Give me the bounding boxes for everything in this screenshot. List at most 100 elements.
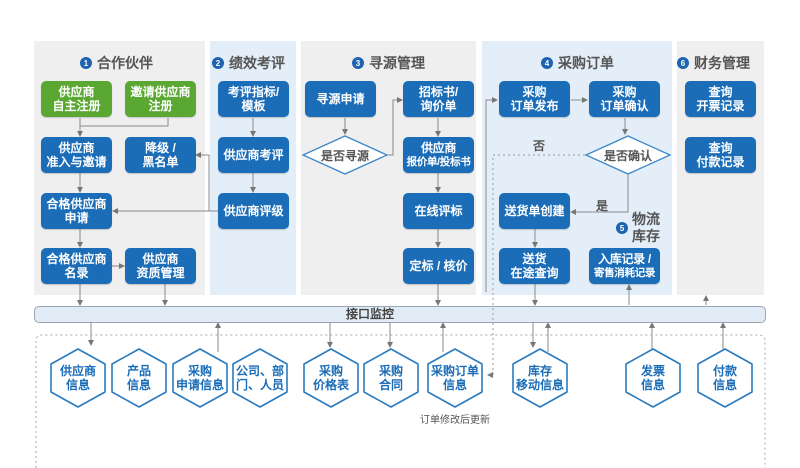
hexagon-shape (303, 348, 359, 408)
connector-decision-yes-to-delivery (570, 175, 629, 215)
node-label: 报价单/投标书 (406, 156, 471, 168)
hexagon-shape (172, 348, 228, 408)
node-label: 合格供应商 (46, 252, 107, 266)
node-invite-supplier-register[interactable]: 邀请供应商 注册 (125, 81, 196, 117)
node-label: 招标书/ (418, 85, 459, 99)
data-object-label: 发票 (640, 364, 665, 378)
section-title-text: 绩效考评 (229, 55, 285, 71)
node-downgrade-blacklist[interactable]: 降级 / 黑名单 (125, 137, 196, 173)
node-label: 供应商 (58, 85, 95, 99)
connector-invite-to-admission (77, 118, 169, 137)
decision-label: 是否寻源 (320, 148, 369, 163)
node-label: 黑名单 (142, 155, 179, 169)
connector-rating-to-blacklist (195, 152, 210, 211)
data-object-label: 采购 (378, 364, 403, 378)
data-object-purchase-order-info[interactable]: 采购订单信息 (426, 347, 484, 409)
data-object-label: 移动信息 (515, 378, 564, 392)
interface-monitor-label: 接口监控 (346, 307, 395, 321)
node-po-confirm[interactable]: 采购 订单确认 (589, 81, 660, 117)
data-object-inventory-movement[interactable]: 库存移动信息 (511, 347, 569, 409)
decision-label: 是否确认 (603, 148, 652, 163)
section-title-text: 财务管理 (694, 55, 750, 71)
data-object-price-list[interactable]: 采购价格表 (302, 347, 360, 409)
node-online-bid-evaluation[interactable]: 在线评标 (403, 193, 474, 229)
node-qualified-supplier-apply[interactable]: 合格供应商 申请 (41, 193, 112, 229)
node-supplier-evaluation[interactable]: 供应商考评 (218, 137, 289, 173)
node-inbound-consignment-records[interactable]: 入库记录 / 寄售消耗记录 (589, 248, 660, 284)
section-title-partners: 1 合作伙伴 (80, 54, 153, 72)
data-object-label: 采购 (187, 364, 212, 378)
hexagon-shape (512, 348, 568, 408)
order-update-annotation: 订单修改后更新 (420, 415, 490, 426)
section-title-text: 合作伙伴 (97, 55, 153, 71)
node-query-payment-records[interactable]: 查询 付款记录 (685, 137, 756, 173)
node-supplier-quote-bid[interactable]: 供应商 报价单/投标书 (403, 137, 474, 173)
node-evaluation-criteria[interactable]: 考评指标/ 模板 (218, 81, 289, 117)
section-title-text: 寻源管理 (369, 55, 425, 71)
diamond-shape (302, 135, 388, 175)
node-delivery-tracking[interactable]: 送货 在途查询 (499, 248, 570, 284)
section-title-performance: 2 绩效考评 (212, 54, 285, 72)
section-title-text: 采购订单 (558, 55, 614, 71)
node-tender-inquiry[interactable]: 招标书/ 询价单 (403, 81, 474, 117)
node-award-price-check[interactable]: 定标 / 核价 (403, 248, 474, 284)
node-sourcing-request[interactable]: 寻源申请 (305, 81, 376, 117)
branch-label-yes: 是 (596, 199, 609, 213)
diamond-shape (585, 135, 671, 175)
node-label: 准入与邀请 (46, 155, 107, 169)
data-object-purchase-request-info[interactable]: 采购申请信息 (171, 347, 229, 409)
node-po-publish[interactable]: 采购 订单发布 (499, 81, 570, 117)
hexagon-shape (427, 348, 483, 408)
node-label: 供应商 (420, 141, 457, 155)
hexagon-shape (50, 348, 106, 408)
data-object-label: 合同 (378, 378, 403, 392)
node-label: 供应商 (58, 141, 95, 155)
node-supplier-self-register[interactable]: 供应商 自主注册 (41, 81, 112, 117)
connector-to-po-publish (485, 97, 498, 292)
step-number-badge: 3 (352, 57, 364, 69)
node-label: 采购 (612, 85, 637, 99)
data-object-invoice-info[interactable]: 发票信息 (624, 347, 682, 409)
node-label: 资质管理 (136, 266, 185, 280)
node-delivery-note-create[interactable]: 送货单创建 (499, 193, 570, 229)
node-label: 寄售消耗记录 (593, 267, 656, 279)
data-object-label: 信息 (640, 378, 665, 392)
hexagon-shape (625, 348, 681, 408)
node-label: 开票记录 (696, 99, 745, 113)
decision-whether-sourcing[interactable]: 是否寻源 (302, 135, 388, 175)
node-query-invoice-records[interactable]: 查询 开票记录 (685, 81, 756, 117)
data-object-supplier-info[interactable]: 供应商信息 (49, 347, 107, 409)
data-object-label: 采购订单 (430, 364, 479, 378)
node-supplier-rating[interactable]: 供应商评级 (218, 193, 289, 229)
node-label: 合格供应商 (46, 197, 107, 211)
connector-decision-to-tender (388, 97, 403, 156)
interface-monitor-bar[interactable] (34, 306, 766, 323)
data-layer-dashed-boundary (35, 334, 766, 468)
node-supplier-qualification[interactable]: 供应商 资质管理 (125, 248, 196, 284)
node-supplier-admission[interactable]: 供应商 准入与邀请 (41, 137, 112, 173)
data-object-label: 信息 (712, 378, 737, 392)
data-object-payment-info[interactable]: 付款信息 (696, 347, 754, 409)
section-title-text: 库存 (632, 228, 660, 244)
node-label: 在线评标 (414, 204, 463, 218)
node-label: 付款记录 (696, 155, 745, 169)
node-label: 在途查询 (510, 266, 559, 280)
data-object-product-info[interactable]: 产品信息 (110, 347, 168, 409)
section-title-sourcing: 3 寻源管理 (352, 54, 425, 72)
data-object-label: 信息 (65, 378, 90, 392)
section-title-purchase-order: 4 采购订单 (541, 54, 614, 72)
step-number-badge: 1 (80, 57, 92, 69)
section-title-logistics-inventory: 5 物流 库存 (616, 211, 660, 245)
node-label: 查询 (708, 85, 733, 99)
data-object-company-dept-staff[interactable]: 公司、部门、人员 (231, 347, 289, 409)
node-label: 供应商考评 (223, 148, 284, 162)
data-object-label: 价格表 (312, 378, 349, 392)
node-label: 送货单创建 (504, 204, 565, 218)
data-object-label: 信息 (126, 378, 151, 392)
data-object-label: 公司、部 (235, 364, 284, 378)
node-qualified-supplier-list[interactable]: 合格供应商 名录 (41, 248, 112, 284)
node-label: 供应商 (142, 252, 179, 266)
data-object-purchase-contract[interactable]: 采购合同 (362, 347, 420, 409)
decision-whether-confirmed[interactable]: 是否确认 (585, 135, 671, 175)
